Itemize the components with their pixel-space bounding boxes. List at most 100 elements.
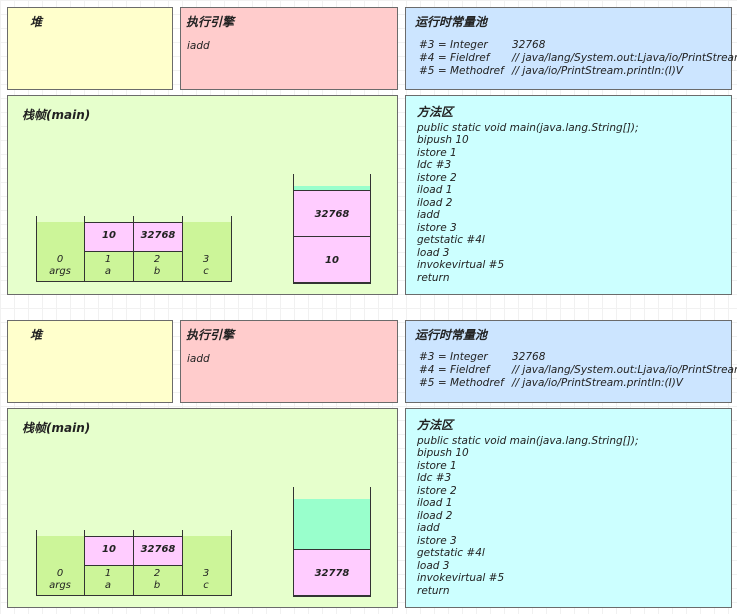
pool-title: 运行时常量池 (415, 328, 488, 342)
stack-wall-left (293, 487, 294, 597)
local-name: a (104, 580, 112, 591)
local-name: c (203, 266, 209, 277)
method-title: 方法区 (417, 418, 454, 432)
operand-stack-free-space (294, 186, 370, 191)
bytecode-line: invokevirtual #5 (417, 259, 505, 271)
local-name: b (153, 266, 161, 277)
heap-panel: 堆 (7, 320, 173, 403)
local-index: 0 (56, 568, 64, 579)
stack-floor (293, 596, 371, 597)
bytecode-line: iadd (417, 522, 440, 534)
pool-entry-ref: #3 = Integer (419, 351, 488, 363)
pool-entry-value: 32768 (512, 39, 546, 51)
local-name: c (203, 580, 209, 591)
constant-pool-panel: 运行时常量池 #3 = Integer 32768 #4 = Fieldref … (405, 7, 737, 90)
local-value (182, 536, 232, 565)
local-index: 1 (104, 254, 112, 265)
pool-entry-value: // java/lang/System.out:Ljava/io/PrintSt… (512, 364, 737, 376)
local-value: 32768 (133, 536, 183, 566)
bytecode-line: iload 2 (417, 510, 453, 522)
operand-stack-slot: 10 (293, 236, 371, 283)
bytecode-line: public static void main(java.lang.String… (417, 435, 639, 447)
engine-title: 执行引擎 (186, 15, 235, 29)
local-variable-table: 10 32768 0 args 1 a 2 b 3 c (36, 216, 232, 282)
stack-wall-right (370, 487, 371, 597)
local-name: b (153, 580, 161, 591)
execution-engine-panel: 执行引擎 iadd (180, 7, 398, 90)
operand-stack: 32768 10 (293, 174, 371, 284)
pool-entry-ref: #3 = Integer (419, 39, 488, 51)
bytecode-line: getstatic #4l (417, 234, 485, 246)
bytecode-line: return (417, 585, 450, 597)
local-index: 3 (202, 568, 210, 579)
bytecode-line: istore 2 (417, 172, 457, 184)
pool-entry-value: // java/io/PrintStream.println:(I)V (512, 377, 683, 389)
pool-entry-value: // java/io/PrintStream.println:(I)V (512, 65, 683, 77)
bytecode-line: load 3 (417, 247, 450, 259)
pool-entry-ref: #5 = Methodref (419, 377, 504, 389)
pool-entry-ref: #4 = Fieldref (419, 364, 490, 376)
table-divider (36, 216, 37, 282)
method-title: 方法区 (417, 105, 454, 119)
pool-entry-value: // java/lang/System.out:Ljava/io/PrintSt… (512, 52, 737, 64)
bytecode-line: iadd (417, 209, 440, 221)
engine-title: 执行引擎 (186, 328, 235, 342)
table-divider (36, 530, 37, 596)
bytecode-line: ldc #3 (417, 159, 452, 171)
local-index: 1 (104, 568, 112, 579)
table-divider (182, 530, 183, 596)
pool-entry-value: 32768 (512, 351, 546, 363)
local-value: 10 (84, 222, 134, 252)
local-value (36, 222, 85, 251)
table-divider (133, 530, 134, 596)
bytecode-line: istore 1 (417, 460, 457, 472)
bytecode-line: istore 3 (417, 535, 457, 547)
bytecode-line: getstatic #4l (417, 547, 485, 559)
bytecode-line: bipush 10 (417, 134, 469, 146)
table-bottom-line (36, 595, 232, 596)
local-value (182, 222, 232, 251)
bytecode-line: istore 2 (417, 485, 457, 497)
table-divider (231, 530, 232, 596)
local-name: args (49, 266, 71, 277)
operand-stack: 32778 (293, 487, 371, 597)
local-index: 2 (153, 568, 161, 579)
stack-floor (293, 283, 371, 284)
stack-wall-left (293, 174, 294, 284)
local-index: 0 (56, 254, 64, 265)
local-name: args (49, 580, 71, 591)
local-name: a (104, 266, 112, 277)
pool-entry-ref: #5 = Methodref (419, 65, 504, 77)
local-index: 3 (202, 254, 210, 265)
local-variable-table: 10 32768 0 args 1 a 2 b 3 c (36, 530, 232, 596)
constant-pool-panel: 运行时常量池 #3 = Integer 32768 #4 = Fieldref … (405, 320, 737, 403)
bytecode-line: istore 3 (417, 222, 457, 234)
table-divider (133, 216, 134, 282)
bytecode-line: iload 1 (417, 497, 453, 509)
engine-instruction: iadd (187, 40, 210, 52)
bytecode-line: ldc #3 (417, 472, 452, 484)
local-index: 2 (153, 254, 161, 265)
bytecode-line: public static void main(java.lang.String… (417, 122, 639, 134)
heap-panel: 堆 (7, 7, 173, 90)
stack-wall-right (370, 174, 371, 284)
execution-engine-panel: 执行引擎 iadd (180, 320, 398, 403)
bytecode-line: bipush 10 (417, 447, 469, 459)
local-value (36, 536, 85, 565)
bytecode-line: load 3 (417, 560, 450, 572)
stack-frame-panel: 栈帧(main) 10 32768 0 args 1 a 2 b 3 c (7, 408, 398, 608)
frame-title: 栈帧(main) (22, 421, 91, 435)
local-value: 10 (84, 536, 134, 566)
frame-title: 栈帧(main) (22, 108, 91, 122)
method-area-panel: 方法区 public static void main(java.lang.St… (405, 95, 732, 295)
stack-frame-panel: 栈帧(main) 10 32768 0 args 1 a 2 b 3 c (7, 95, 398, 295)
engine-instruction: iadd (187, 353, 210, 365)
bytecode-line: istore 1 (417, 147, 457, 159)
bytecode-line: iload 1 (417, 184, 453, 196)
table-divider (84, 216, 85, 282)
table-divider (231, 216, 232, 282)
operand-stack-slot: 32768 (293, 190, 371, 237)
table-divider (84, 530, 85, 596)
bytecode-line: iload 2 (417, 197, 453, 209)
table-divider (182, 216, 183, 282)
